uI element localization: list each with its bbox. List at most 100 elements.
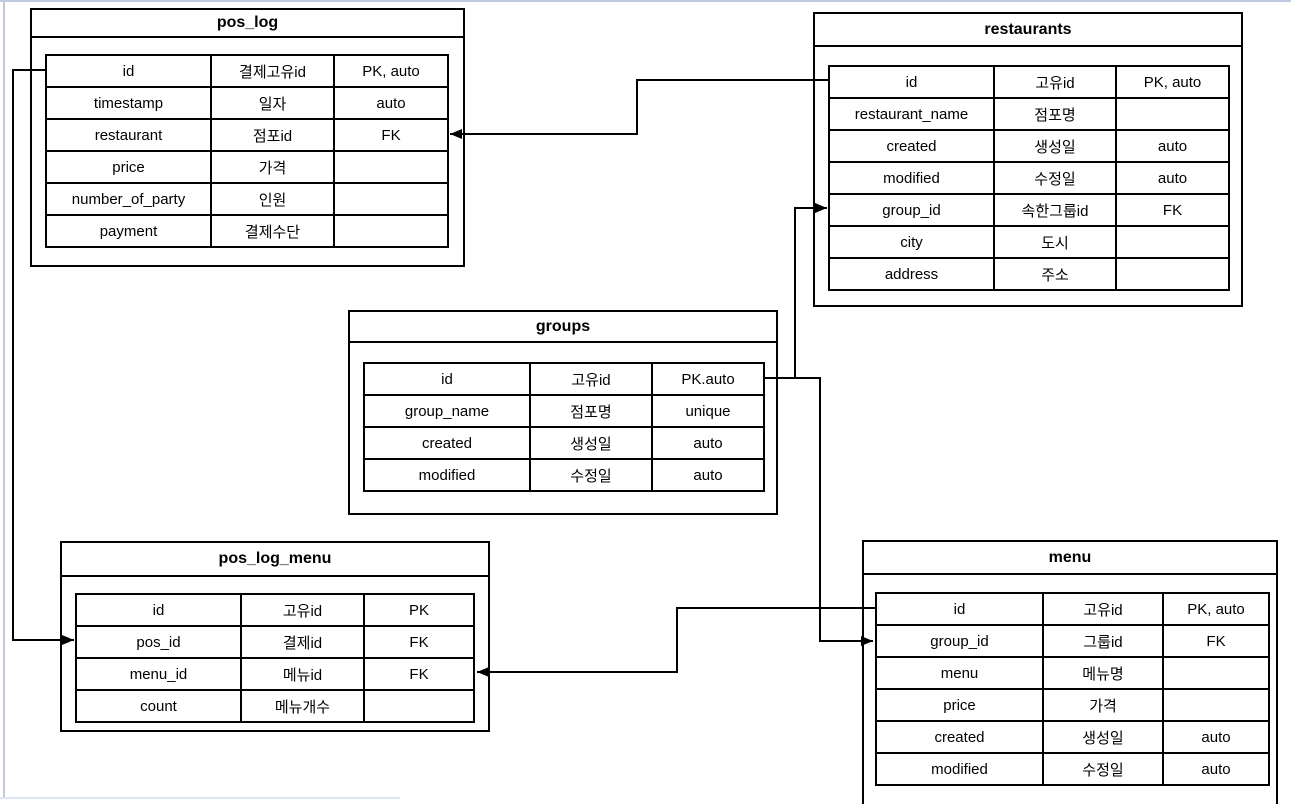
attribute-cell bbox=[363, 689, 475, 723]
field-name-cell: created bbox=[875, 720, 1044, 754]
attribute-cell bbox=[1115, 97, 1230, 131]
korean-label-cell: 수정일 bbox=[993, 161, 1117, 195]
frame-bottom-border bbox=[0, 797, 400, 799]
attribute-cell: PK, auto bbox=[333, 54, 449, 88]
table-title-groups: groups bbox=[350, 312, 776, 343]
field-name-cell: payment bbox=[45, 214, 212, 248]
attribute-cell: auto bbox=[651, 458, 765, 492]
attribute-cell bbox=[333, 182, 449, 216]
korean-label-cell: 가격 bbox=[1042, 688, 1164, 722]
korean-label-cell: 생성일 bbox=[529, 426, 653, 460]
field-name-cell: number_of_party bbox=[45, 182, 212, 216]
korean-label-cell: 점포명 bbox=[529, 394, 653, 428]
attribute-cell bbox=[1115, 257, 1230, 291]
korean-label-cell: 가격 bbox=[210, 150, 335, 184]
field-name-cell: menu bbox=[875, 656, 1044, 690]
attribute-cell: FK bbox=[333, 118, 449, 152]
field-name-cell: modified bbox=[363, 458, 531, 492]
korean-label-cell: 결제id bbox=[240, 625, 365, 659]
field-name-cell: created bbox=[828, 129, 995, 163]
field-name-cell: modified bbox=[828, 161, 995, 195]
attribute-cell: auto bbox=[1162, 720, 1270, 754]
attribute-cell bbox=[1115, 225, 1230, 259]
field-name-cell: modified bbox=[875, 752, 1044, 786]
korean-label-cell: 수정일 bbox=[529, 458, 653, 492]
attribute-cell: auto bbox=[1115, 161, 1230, 195]
korean-label-cell: 수정일 bbox=[1042, 752, 1164, 786]
field-name-cell: price bbox=[875, 688, 1044, 722]
attribute-cell bbox=[1162, 656, 1270, 690]
field-name-cell: price bbox=[45, 150, 212, 184]
korean-label-cell: 메뉴명 bbox=[1042, 656, 1164, 690]
attribute-cell: auto bbox=[1162, 752, 1270, 786]
field-name-cell: id bbox=[828, 65, 995, 99]
attribute-cell: PK bbox=[363, 593, 475, 627]
attribute-cell: auto bbox=[333, 86, 449, 120]
field-name-cell: created bbox=[363, 426, 531, 460]
korean-label-cell: 도시 bbox=[993, 225, 1117, 259]
field-name-cell: menu_id bbox=[75, 657, 242, 691]
korean-label-cell: 생성일 bbox=[993, 129, 1117, 163]
table-title-pos_log: pos_log bbox=[32, 10, 463, 38]
attribute-cell bbox=[1162, 688, 1270, 722]
attribute-cell: auto bbox=[651, 426, 765, 460]
connector-restaurants-id-to-pos_log-restaurant bbox=[450, 79, 828, 139]
attribute-cell: FK bbox=[1162, 624, 1270, 658]
attribute-cell: PK, auto bbox=[1115, 65, 1230, 99]
field-name-cell: pos_id bbox=[75, 625, 242, 659]
field-name-cell: group_id bbox=[875, 624, 1044, 658]
korean-label-cell: 점포명 bbox=[993, 97, 1117, 131]
field-name-cell: id bbox=[875, 592, 1044, 626]
korean-label-cell: 고유id bbox=[529, 362, 653, 396]
attribute-cell: FK bbox=[1115, 193, 1230, 227]
field-name-cell: id bbox=[45, 54, 212, 88]
connector-menu-id-to-pos_log_menu-menu_id bbox=[477, 607, 875, 677]
field-name-cell: restaurant bbox=[45, 118, 212, 152]
korean-label-cell: 그룹id bbox=[1042, 624, 1164, 658]
attribute-cell: unique bbox=[651, 394, 765, 428]
korean-label-cell: 속한그룹id bbox=[993, 193, 1117, 227]
attribute-cell: PK, auto bbox=[1162, 592, 1270, 626]
table-title-restaurants: restaurants bbox=[815, 14, 1241, 47]
korean-label-cell: 일자 bbox=[210, 86, 335, 120]
korean-label-cell: 생성일 bbox=[1042, 720, 1164, 754]
korean-label-cell: 고유id bbox=[1042, 592, 1164, 626]
attribute-cell bbox=[333, 150, 449, 184]
field-name-cell: restaurant_name bbox=[828, 97, 995, 131]
field-name-cell: city bbox=[828, 225, 995, 259]
korean-label-cell: 주소 bbox=[993, 257, 1117, 291]
field-name-cell: id bbox=[75, 593, 242, 627]
korean-label-cell: 결제수단 bbox=[210, 214, 335, 248]
attribute-cell: FK bbox=[363, 625, 475, 659]
korean-label-cell: 메뉴개수 bbox=[240, 689, 365, 723]
